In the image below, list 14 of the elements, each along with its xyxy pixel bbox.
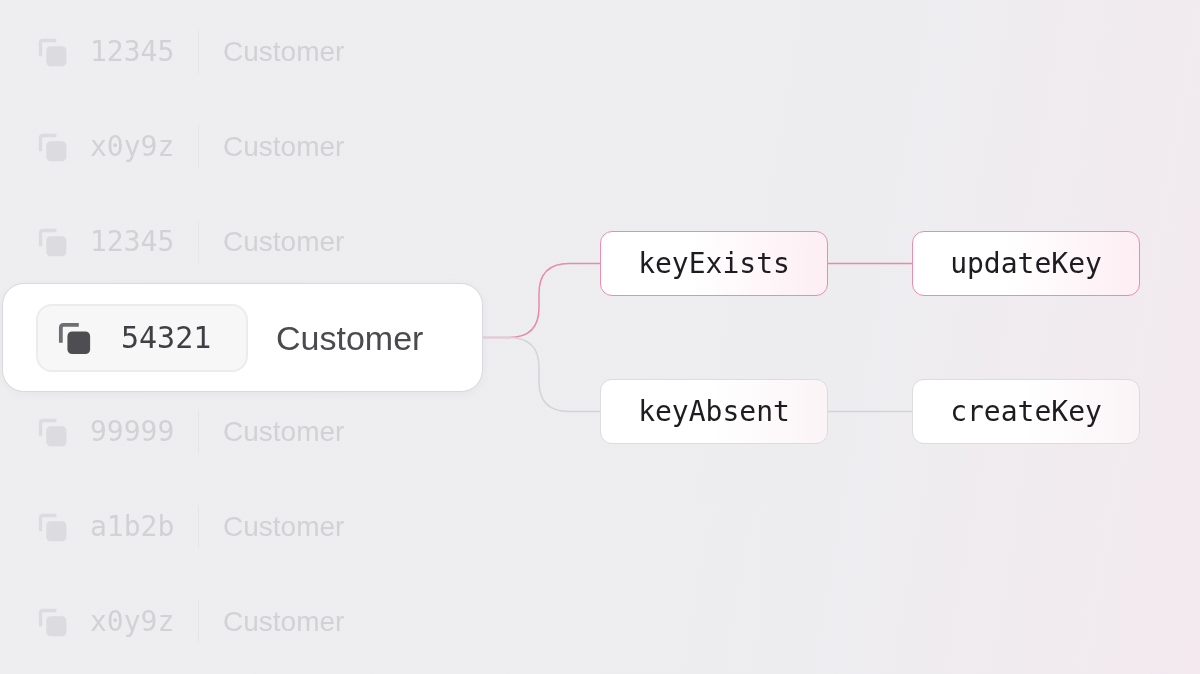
step-name: keyExists [638,246,790,281]
record-type: Customer [276,317,424,358]
id-chip [36,304,248,372]
step-name: createKey [950,394,1102,429]
step-name: keyAbsent [638,394,790,429]
step-name: updateKey [950,246,1102,281]
process-box [912,379,1140,444]
row-card [2,283,483,392]
process-box [600,379,828,444]
process-box [600,231,828,296]
process-box [912,231,1140,296]
connector-line [482,336,601,413]
record-id: 54321 [121,320,212,356]
connector-line [827,262,913,265]
